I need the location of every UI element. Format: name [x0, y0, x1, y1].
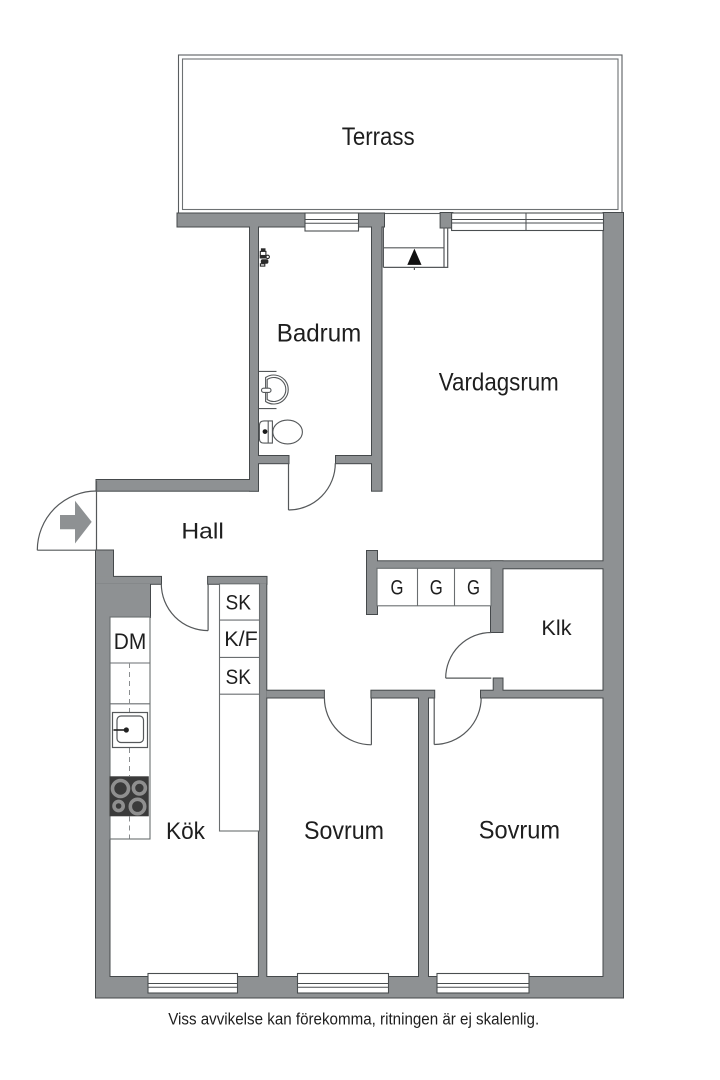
svg-text:G: G: [391, 576, 404, 599]
svg-text:G: G: [467, 576, 480, 599]
svg-text:DM: DM: [114, 629, 147, 654]
svg-text:Hall: Hall: [181, 519, 224, 544]
svg-text:Kök: Kök: [166, 818, 206, 845]
svg-text:Sovrum: Sovrum: [479, 817, 560, 845]
svg-text:Sovrum: Sovrum: [304, 817, 384, 845]
svg-text:K/F: K/F: [224, 628, 258, 651]
svg-text:Vardagsrum: Vardagsrum: [439, 368, 559, 396]
svg-text:Badrum: Badrum: [277, 319, 362, 347]
svg-text:G: G: [430, 576, 443, 599]
svg-text:Klk: Klk: [541, 617, 572, 640]
svg-text:Viss avvikelse kan förekomma,: Viss avvikelse kan förekomma, ritningen …: [168, 1009, 539, 1028]
svg-text:SK: SK: [225, 592, 251, 615]
svg-text:Terrass: Terrass: [342, 123, 415, 151]
svg-text:SK: SK: [225, 666, 251, 689]
